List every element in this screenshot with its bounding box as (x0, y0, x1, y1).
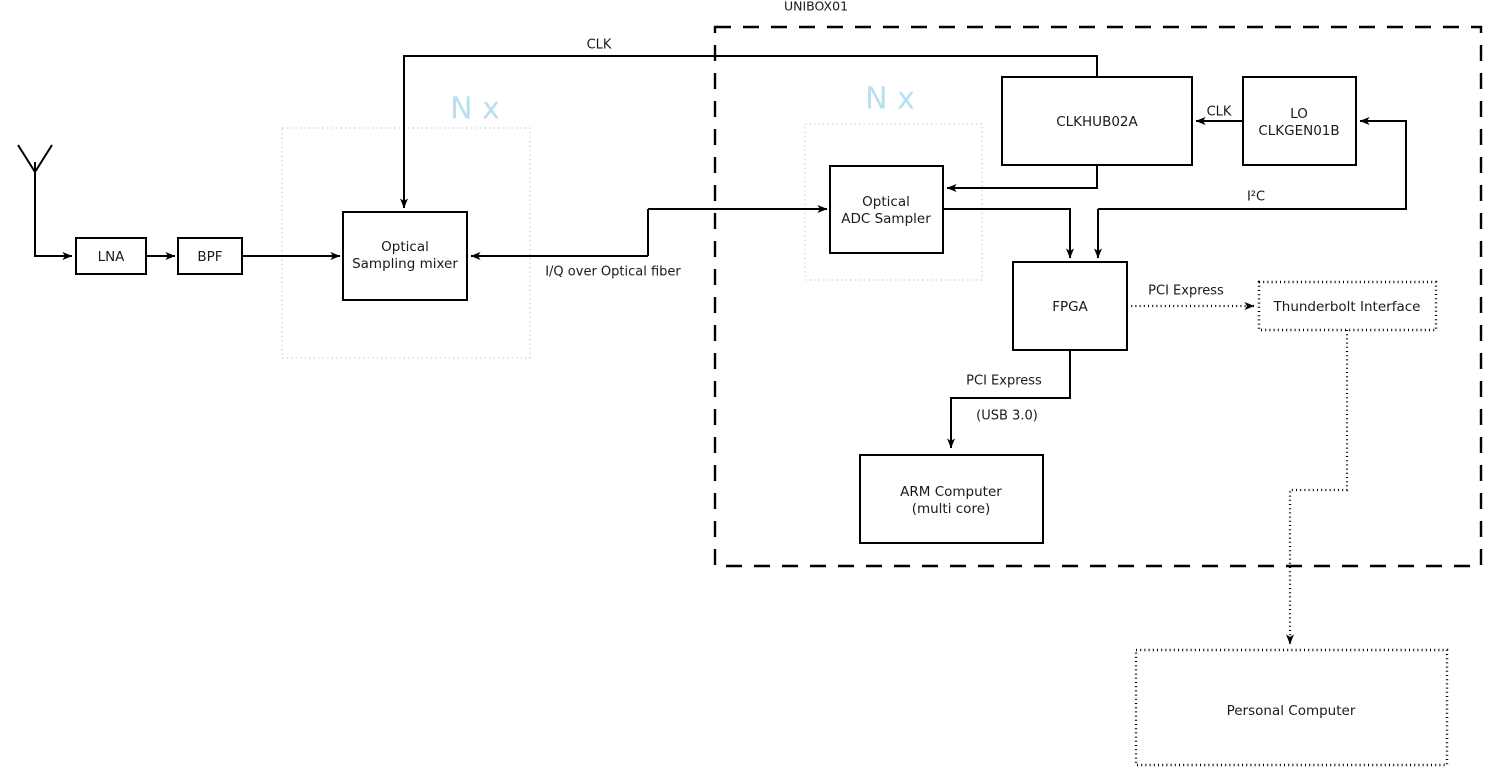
node-clkhub02a-label: CLKHUB02A (1056, 114, 1138, 130)
node-clkhub02a (1001, 76, 1193, 166)
edge-label-clk-lo: CLK (1207, 105, 1232, 120)
edge-label-clk-top: CLK (587, 38, 612, 53)
node-optical-sampling-mixer-label-2: Sampling mixer (352, 256, 458, 272)
node-lo-clkgen01b (1242, 76, 1357, 166)
edge-label-pcie-arm: PCI Express (966, 374, 1042, 389)
group-right-nx-label: N x (865, 82, 915, 117)
node-arm-computer-label-1: ARM Computer (900, 484, 1002, 500)
node-lo-clkgen01b-label-2: CLKGEN01B (1258, 123, 1339, 139)
node-optical-sampling-mixer (342, 211, 468, 301)
unibox01-container (713, 25, 1483, 568)
edge-thunderbolt-to-pc (1286, 330, 1349, 645)
node-personal-computer-label: Personal Computer (1227, 703, 1356, 719)
node-personal-computer (1134, 648, 1449, 767)
node-optical-adc-sampler-label-1: Optical (862, 194, 910, 210)
edge-label-pcie-thunderbolt: PCI Express (1148, 284, 1224, 299)
node-lna-label: LNA (98, 249, 126, 265)
edge-fpga-to-arm (947, 350, 1071, 449)
node-lna (75, 237, 147, 275)
edge-label-usb3: (USB 3.0) (976, 409, 1038, 424)
node-optical-sampling-mixer-label-1: Optical (381, 239, 429, 255)
group-left-nx-label: N x (450, 92, 500, 127)
edge-adc-to-fpga (943, 208, 1074, 259)
node-optical-adc-sampler-label-2: ADC Sampler (841, 211, 931, 227)
edge-label-i2c: I²C (1247, 190, 1265, 205)
node-fpga-label: FPGA (1052, 299, 1088, 315)
edge-label-iq-fiber: I/Q over Optical fiber (545, 265, 681, 280)
unibox01-label: UNIBOX01 (784, 0, 848, 14)
edge-i2c (1098, 117, 1407, 210)
node-arm-computer-label-2: (multi core) (912, 501, 991, 517)
node-arm-computer (859, 454, 1044, 544)
node-lo-clkgen01b-label-1: LO (1290, 106, 1308, 122)
edge-clk-to-mixer (400, 55, 1098, 209)
antenna-icon (17, 144, 68, 257)
node-thunderbolt-interface-label: Thunderbolt Interface (1273, 299, 1421, 315)
node-thunderbolt-interface (1257, 280, 1438, 332)
node-bpf-label: BPF (197, 249, 222, 265)
edge-clkhub-to-adc (946, 165, 1098, 192)
